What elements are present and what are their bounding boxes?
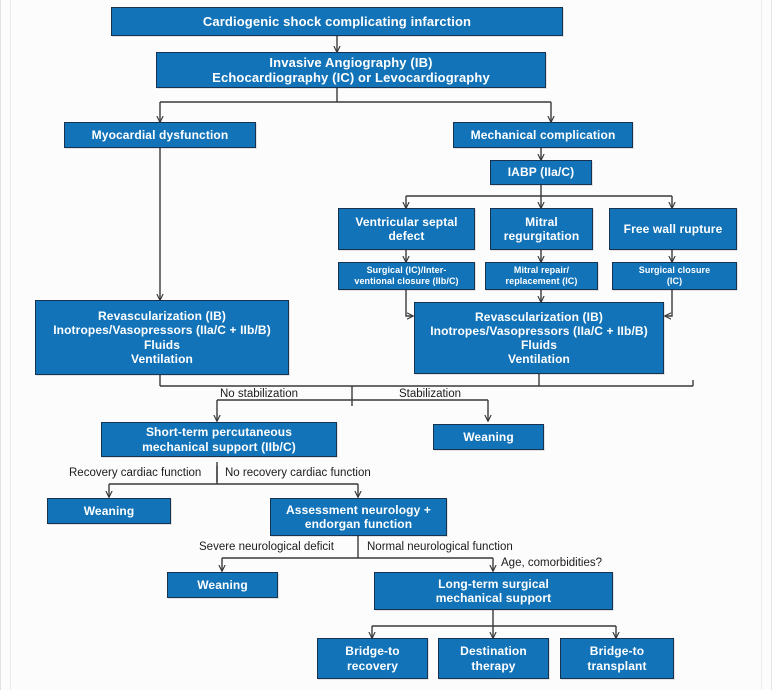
page-edge-line-left — [10, 0, 11, 690]
node-label: Ventricular septal defect — [355, 214, 458, 243]
node-revascularization-left[interactable]: Revascularization (IB) Inotropes/Vasopre… — [35, 300, 289, 375]
node-iabp[interactable]: IABP (IIa/C) — [490, 160, 592, 185]
node-weaning-recovery[interactable]: Weaning — [47, 498, 171, 524]
node-label: Bridge-to transplant — [587, 644, 647, 673]
node-weaning-stabilization[interactable]: Weaning — [433, 424, 544, 450]
node-label: Destination therapy — [460, 644, 527, 673]
node-label: IABP (IIa/C) — [507, 165, 575, 180]
node-free-wall-rupture[interactable]: Free wall rupture — [609, 208, 737, 250]
node-label: Weaning — [463, 429, 514, 444]
node-myocardial-dysfunction[interactable]: Myocardial dysfunction — [64, 122, 256, 148]
node-ventricular-septal-defect[interactable]: Ventricular septal defect — [338, 208, 475, 250]
node-long-term-support[interactable]: Long-term surgical mechanical support — [374, 572, 613, 610]
node-label: Mitral repair/ replacement (IC) — [505, 265, 578, 286]
node-label: Revascularization (IB) Inotropes/Vasopre… — [53, 309, 271, 366]
node-label: Cardiogenic shock complicating infarctio… — [202, 13, 472, 29]
node-label: Weaning — [83, 503, 135, 518]
node-short-term-support[interactable]: Short-term percutaneous mechanical suppo… — [101, 422, 337, 457]
node-assessment-neurology[interactable]: Assessment neurology + endorgan function — [270, 498, 447, 536]
node-label: Invasive Angiography (IB) Echocardiograp… — [212, 54, 490, 85]
edge-label-recovery-cardiac-function: Recovery cardiac function — [69, 467, 202, 479]
edge-label-age-comorbidities: Age, comorbidities? — [501, 557, 602, 569]
node-surgical-interventional-closure[interactable]: Surgical (IC)/Inter- ventional closure (… — [338, 262, 475, 290]
node-label: Free wall rupture — [623, 221, 723, 236]
node-label: Weaning — [197, 577, 248, 592]
node-label: Mitral regurgitation — [503, 214, 580, 243]
node-destination-therapy[interactable]: Destination therapy — [438, 638, 549, 679]
edge-label-severe-neurological-deficit: Severe neurological deficit — [199, 541, 334, 553]
node-cardiogenic-shock[interactable]: Cardiogenic shock complicating infarctio… — [111, 7, 563, 36]
node-mechanical-complication[interactable]: Mechanical complication — [453, 122, 633, 148]
node-revascularization-right[interactable]: Revascularization (IB) Inotropes/Vasopre… — [414, 302, 664, 374]
node-label: Surgical closure (IC) — [638, 265, 711, 286]
node-label: Surgical (IC)/Inter- ventional closure (… — [354, 265, 459, 286]
node-mitral-regurgitation[interactable]: Mitral regurgitation — [490, 208, 593, 250]
edge-label-normal-neurological-function: Normal neurological function — [367, 541, 513, 553]
edge-label-no-stabilization: No stabilization — [220, 388, 298, 400]
node-label: Revascularization (IB) Inotropes/Vasopre… — [430, 309, 648, 367]
node-label: Myocardial dysfunction — [91, 127, 229, 142]
node-label: Short-term percutaneous mechanical suppo… — [142, 425, 296, 454]
node-mitral-repair-replacement[interactable]: Mitral repair/ replacement (IC) — [485, 262, 598, 290]
node-label: Bridge-to recovery — [345, 644, 400, 673]
page-edge-line-right — [761, 0, 762, 690]
node-invasive-angiography[interactable]: Invasive Angiography (IB) Echocardiograp… — [156, 52, 546, 88]
node-label: Mechanical complication — [470, 127, 616, 142]
node-bridge-to-recovery[interactable]: Bridge-to recovery — [317, 638, 428, 679]
node-label: Assessment neurology + endorgan function — [285, 502, 432, 531]
edge-label-stabilization: Stabilization — [399, 388, 462, 400]
node-surgical-closure[interactable]: Surgical closure (IC) — [612, 262, 737, 290]
node-weaning-severe-deficit[interactable]: Weaning — [167, 572, 278, 598]
edge-label-no-recovery-cardiac-function: No recovery cardiac function — [225, 467, 371, 479]
node-bridge-to-transplant[interactable]: Bridge-to transplant — [560, 638, 674, 679]
node-label: Long-term surgical mechanical support — [435, 576, 552, 605]
